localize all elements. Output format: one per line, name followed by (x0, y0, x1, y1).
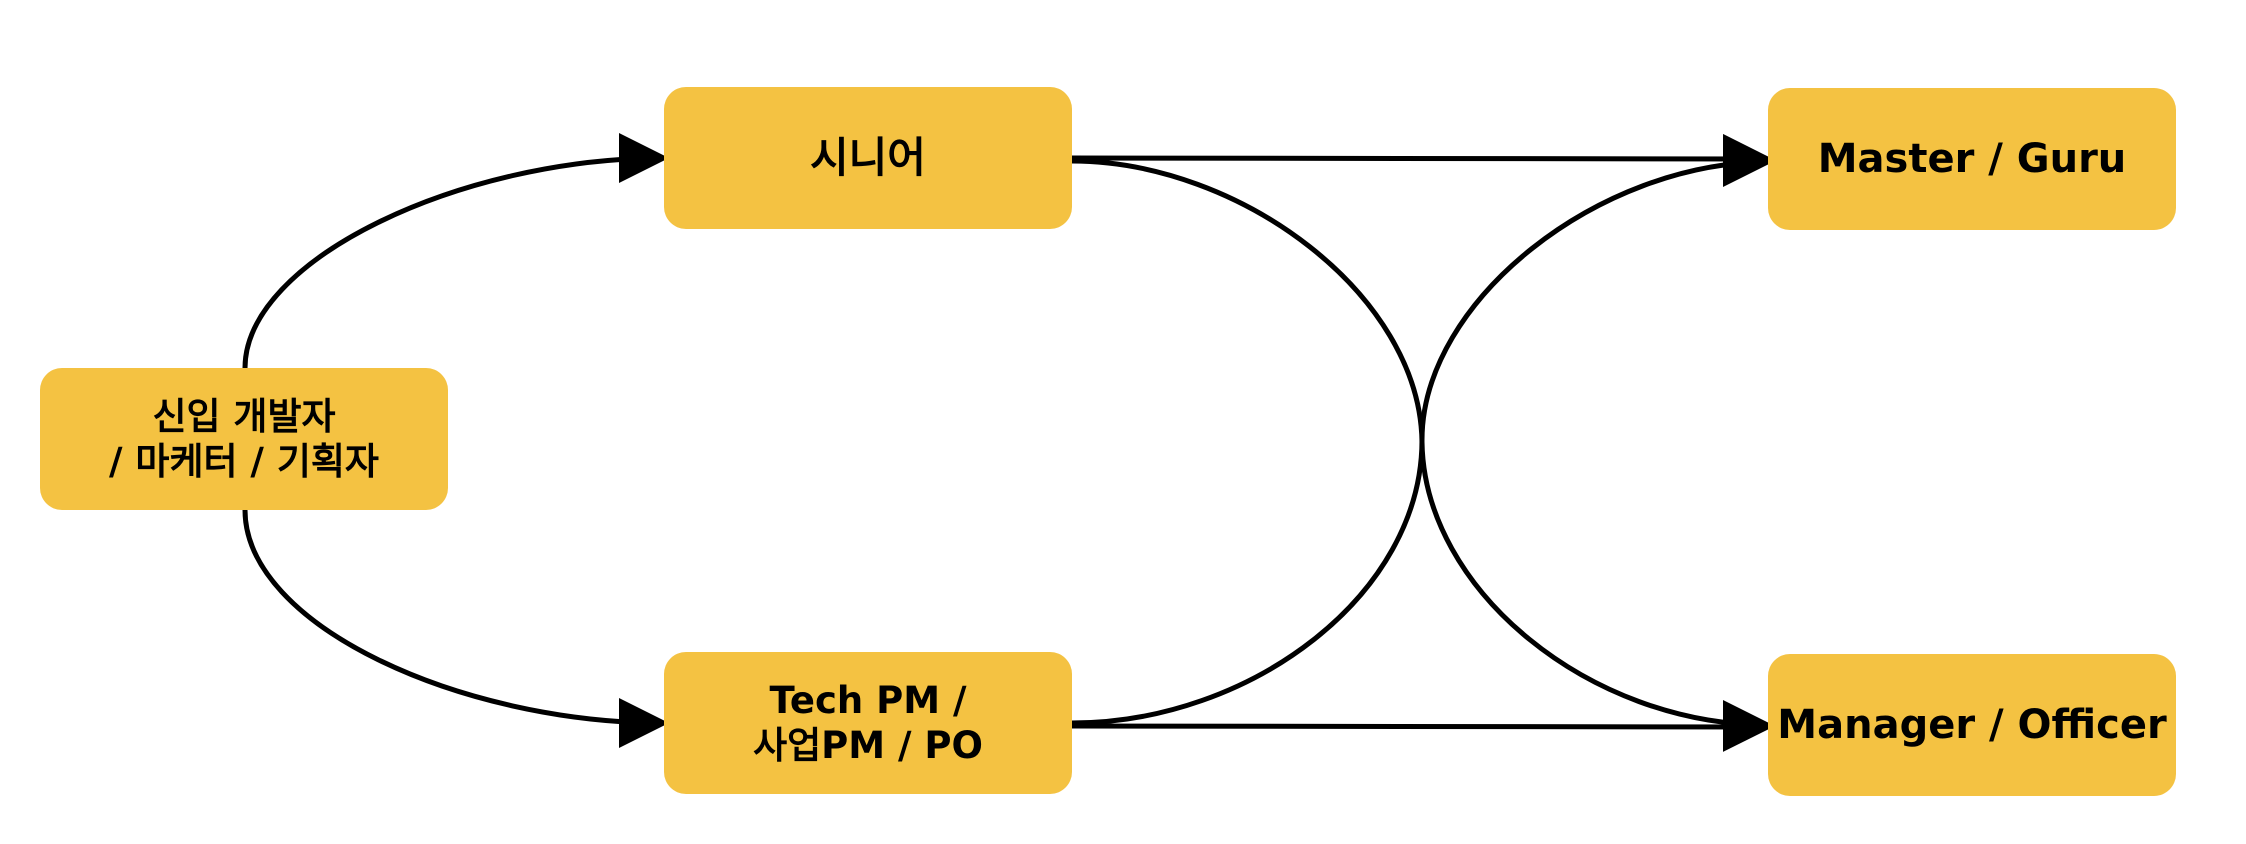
node-tech-pm: Tech PM / 사업PM / PO (664, 652, 1072, 794)
edge-pm-to-manager (1071, 701, 1773, 752)
node-master-guru: Master / Guru (1768, 88, 2176, 230)
edge-pm-to-master (1071, 137, 1773, 726)
edge-junior-to-senior (242, 133, 669, 369)
node-junior-developer: 신입 개발자 / 마케터 / 기획자 (40, 368, 448, 510)
node-senior: 시니어 (664, 87, 1072, 229)
edge-junior-to-pm (242, 509, 669, 748)
node-manager-officer: Manager / Officer (1768, 654, 2176, 796)
edge-senior-to-master (1071, 133, 1773, 184)
